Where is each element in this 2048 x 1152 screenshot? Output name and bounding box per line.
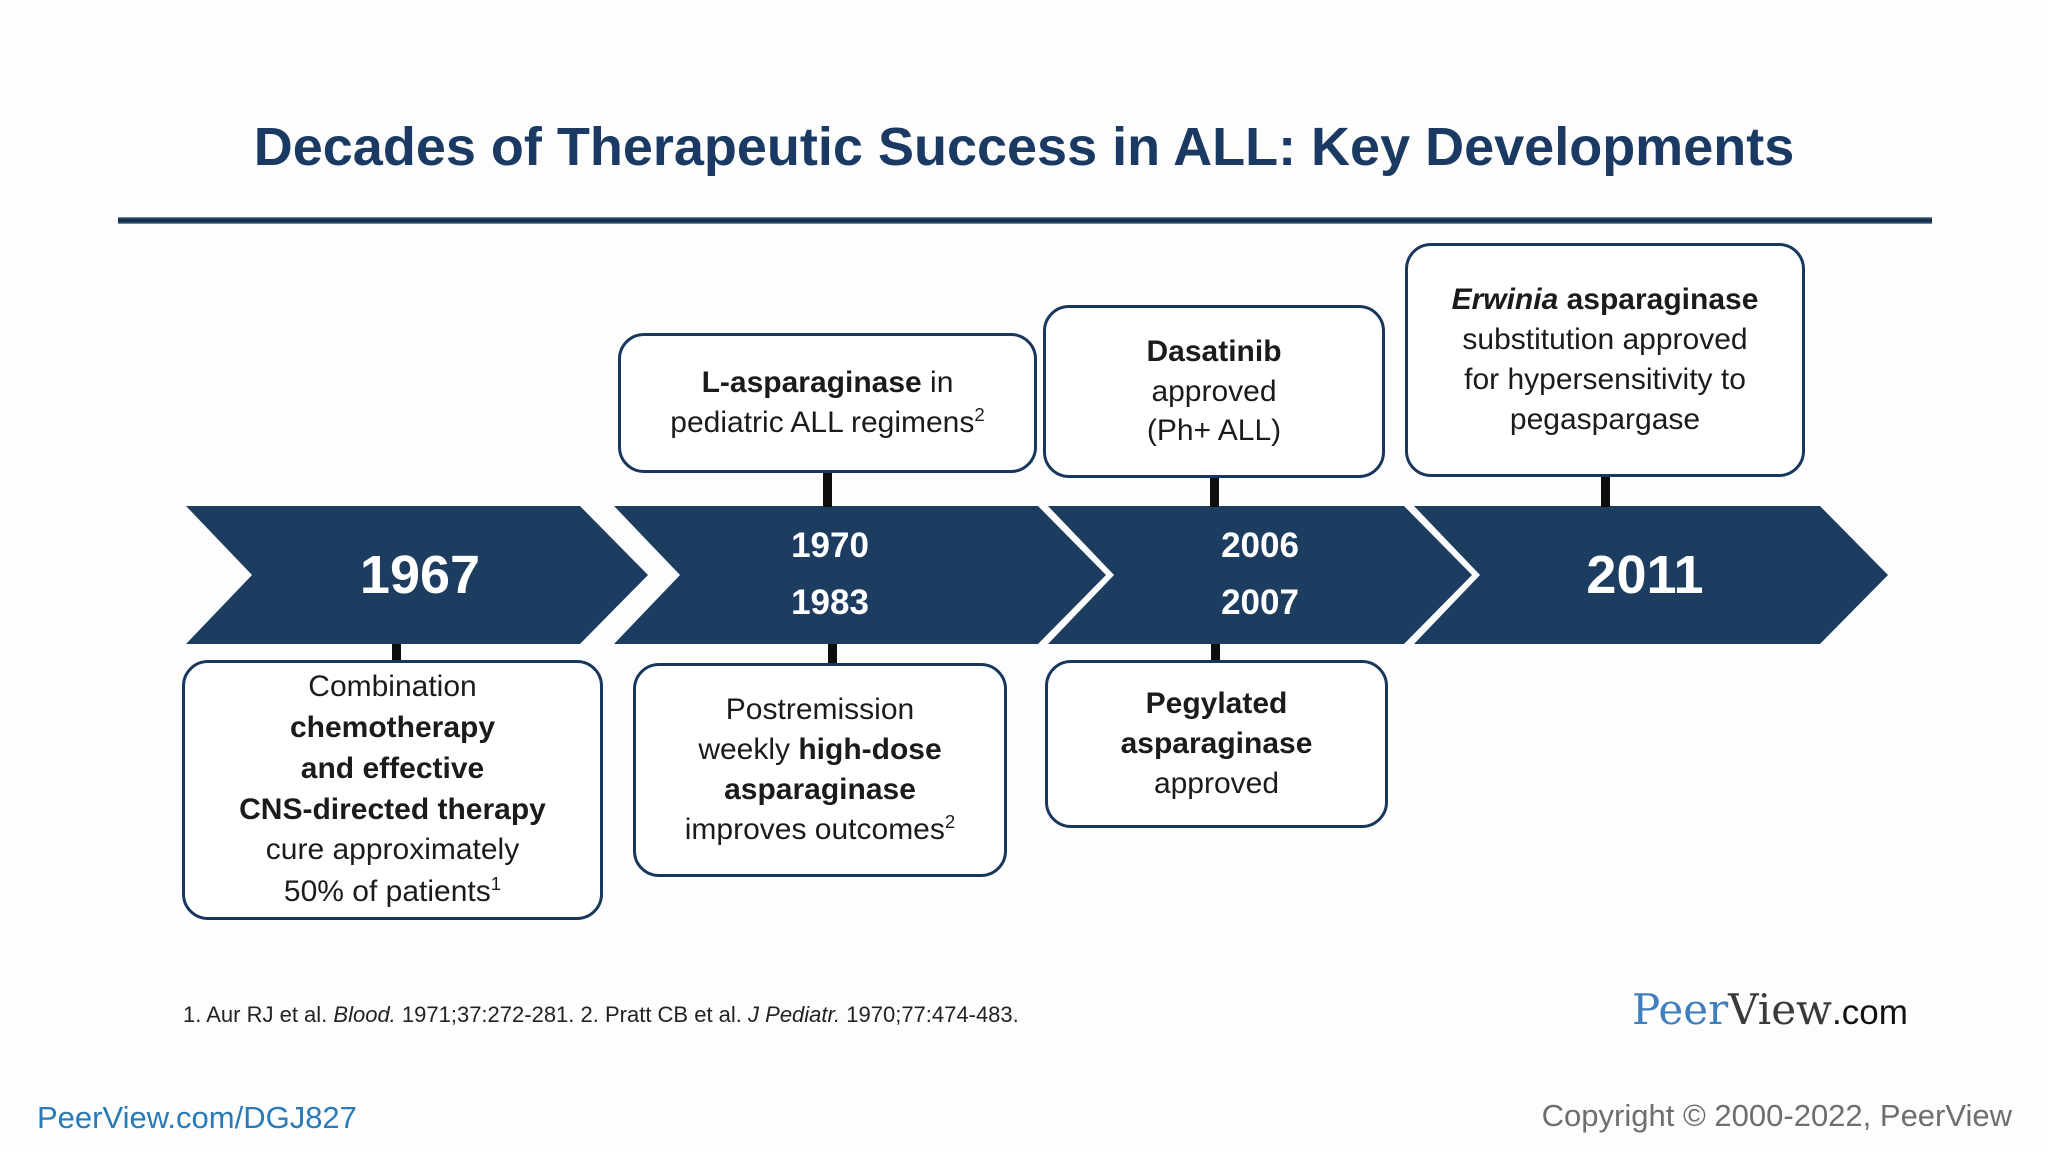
callout-line: asparaginase	[1120, 727, 1313, 761]
callout-postremission-asparaginase: Postremission weekly high-dose asparagin…	[633, 663, 1007, 877]
logo-view-text: View	[1728, 985, 1833, 1034]
connector-erwinia-to-timeline	[1601, 477, 1610, 507]
year-2006: 2006	[1221, 526, 1299, 566]
callout-combination-chemotherapy: Combination chemotherapy and effective C…	[182, 660, 603, 920]
callout-pegylated-asparaginase: Pegylated asparaginase approved	[1045, 660, 1388, 828]
callout-line: chemotherapy	[289, 710, 496, 744]
callout-line: Pegylated	[1145, 687, 1288, 721]
citation-text: 1. Aur RJ et al.	[183, 1002, 334, 1027]
copyright-text: Copyright © 2000-2022, PeerView	[1541, 1098, 2012, 1133]
timeline-chevron-band	[186, 506, 1888, 644]
title-divider-rule	[118, 217, 1932, 224]
timeline-segment-2011	[1414, 506, 1888, 644]
journal-name: J Pediatr.	[748, 1002, 841, 1027]
connector-timeline-to-combination	[392, 644, 401, 661]
callout-line: asparaginase	[724, 773, 916, 806]
callout-line: 50% of patients1	[284, 871, 501, 913]
year-1970: 1970	[791, 526, 869, 566]
callout-line: CNS-directed therapy	[239, 792, 546, 826]
citation-text: 1971;37:272-281. 2. Pratt CB et al.	[395, 1002, 749, 1027]
year-1983: 1983	[791, 583, 869, 622]
year-label-1970-1983: 1970 1983	[640, 506, 1020, 644]
peerview-program-link[interactable]: PeerView.com/DGJ827	[37, 1100, 357, 1135]
callout-erwinia-asparaginase: Erwinia asparaginase substitution approv…	[1405, 243, 1805, 477]
callout-line: Postremission	[725, 693, 915, 727]
logo-peer-text: Peer	[1632, 985, 1729, 1034]
callout-line: (Ph+ ALL)	[1146, 414, 1282, 448]
logo-dotcom-text: .com	[1832, 993, 1908, 1032]
timeline-segment-1967	[186, 506, 648, 644]
callout-l-asparaginase: L-asparaginase in pediatric ALL regimens…	[618, 333, 1037, 473]
connector-timeline-to-pegylated	[1211, 644, 1220, 661]
footnote-marker: 2	[944, 810, 956, 832]
year-2007: 2007	[1221, 583, 1299, 622]
page-title: Decades of Therapeutic Success in ALL: K…	[253, 117, 1795, 177]
callout-line: L-asparaginase in	[702, 363, 954, 403]
journal-name: Blood.	[333, 1002, 396, 1027]
peerview-logo: PeerView.com	[1632, 985, 1908, 1034]
connector-timeline-to-postremission	[828, 644, 837, 664]
callout-line: pediatric ALL regimens2	[670, 403, 984, 443]
connector-lasparaginase-to-timeline	[823, 473, 832, 507]
footnote-marker: 2	[974, 404, 985, 425]
timeline-segment-2006-2007	[1048, 506, 1472, 644]
year-2011: 2011	[1586, 545, 1704, 605]
callout-text: in	[921, 366, 954, 400]
timeline-segment-1970-1983	[614, 506, 1106, 644]
callout-line: for hypersensitivity to	[1464, 363, 1746, 396]
footnote-citations: 1. Aur RJ et al. Blood. 1971;37:272-281.…	[183, 1002, 1019, 1028]
drug-name: L-asparaginase	[701, 366, 922, 400]
callout-text: improves outcomes	[684, 812, 945, 846]
callout-text: 50% of patients	[283, 875, 491, 909]
callout-line: approved	[1151, 374, 1277, 408]
callout-line: Combination	[308, 670, 477, 704]
callout-line: Dasatinib	[1146, 334, 1282, 368]
drug-name: asparaginase	[1558, 283, 1759, 317]
callout-line: and effective	[300, 751, 485, 785]
year-1967: 1967	[359, 545, 481, 605]
footnote-marker: 1	[490, 873, 502, 895]
callout-line: pegaspargase	[1509, 402, 1701, 436]
callout-text: weekly	[698, 733, 799, 767]
year-label-1967: 1967	[220, 506, 620, 644]
citation-text: 1970;77:474-483.	[840, 1002, 1019, 1027]
callout-line: cure approximately	[265, 833, 520, 867]
year-label-2006-2007: 2006 2007	[1075, 506, 1445, 644]
callout-line: weekly high-dose	[698, 730, 941, 770]
connector-dasatinib-to-timeline	[1210, 477, 1219, 507]
year-label-2011: 2011	[1445, 506, 1845, 644]
callout-line: approved	[1153, 766, 1280, 800]
callout-text: pediatric ALL regimens	[670, 406, 975, 439]
callout-line: substitution approved	[1462, 323, 1748, 357]
callout-line: Erwinia asparaginase	[1452, 280, 1759, 320]
callout-line: improves outcomes2	[685, 810, 955, 850]
callout-text: high-dose	[798, 733, 942, 767]
genus-name: Erwinia	[1451, 283, 1559, 317]
callout-dasatinib: Dasatinib approved (Ph+ ALL)	[1043, 305, 1385, 478]
